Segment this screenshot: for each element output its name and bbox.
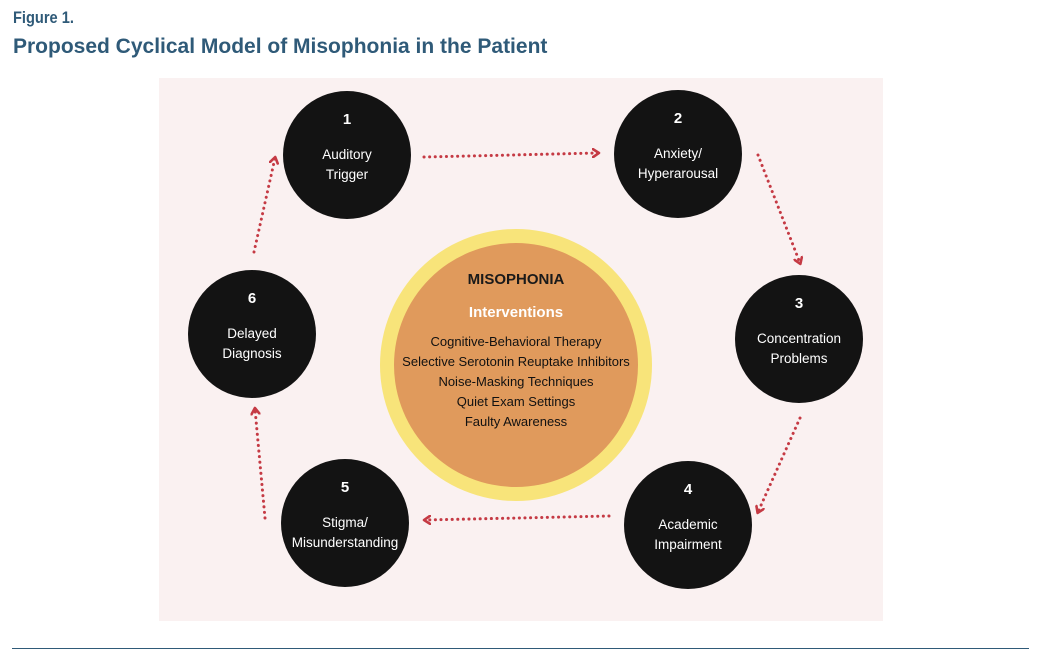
intervention-item: Selective Serotonin Reuptake Inhibitors xyxy=(402,354,630,369)
node-label: Stigma/ Misunderstanding xyxy=(291,515,399,550)
node-label: Anxiety/ Hyperarousal xyxy=(637,146,719,181)
figure-title: Proposed Cyclical Model of Misophonia in… xyxy=(13,35,548,58)
node-label: Concentration Problems xyxy=(756,331,842,366)
arrow-3-to-4 xyxy=(758,416,802,512)
intervention-item: Noise-Masking Techniques xyxy=(438,374,594,389)
arrow-4-to-5 xyxy=(425,514,611,520)
intervention-item: Cognitive-Behavioral Therapy xyxy=(430,334,602,349)
cycle-node-3: 3 Concentration Problems xyxy=(735,275,863,403)
node-number: 6 xyxy=(247,290,257,307)
node-label: Academic Impairment xyxy=(654,517,722,552)
cycle-node-2: 2 Anxiety/ Hyperarousal xyxy=(614,90,742,218)
center-title: MISOPHONIA xyxy=(467,271,565,288)
figure-label: Figure 1. xyxy=(13,8,74,27)
interventions-heading: Interventions xyxy=(468,304,564,321)
node-number: 4 xyxy=(683,481,693,498)
node-number: 3 xyxy=(794,295,804,312)
cycle-node-4: 4 Academic Impairment xyxy=(624,461,752,589)
arrow-6-to-1 xyxy=(252,158,275,254)
intervention-item: Faulty Awareness xyxy=(464,414,568,429)
node-label: Auditory Trigger xyxy=(322,147,372,182)
center-circle: MISOPHONIA Interventions Cognitive-Behav… xyxy=(394,243,638,487)
node-number: 5 xyxy=(340,479,350,496)
cycle-node-1: 1 Auditory Trigger xyxy=(283,91,411,219)
interventions-list: Cognitive-Behavioral Therapy Selective S… xyxy=(386,332,646,432)
intervention-item: Quiet Exam Settings xyxy=(456,394,576,409)
node-label: Delayed Diagnosis xyxy=(222,326,282,361)
node-number: 1 xyxy=(342,111,352,128)
cycle-node-5: 5 Stigma/ Misunderstanding xyxy=(281,459,409,587)
arrow-1-to-2 xyxy=(422,153,598,159)
bottom-divider xyxy=(12,648,1029,649)
cycle-node-6: 6 Delayed Diagnosis xyxy=(188,270,316,398)
arrow-2-to-3 xyxy=(756,153,800,263)
arrow-5-to-6 xyxy=(255,409,267,520)
node-number: 2 xyxy=(673,110,683,127)
